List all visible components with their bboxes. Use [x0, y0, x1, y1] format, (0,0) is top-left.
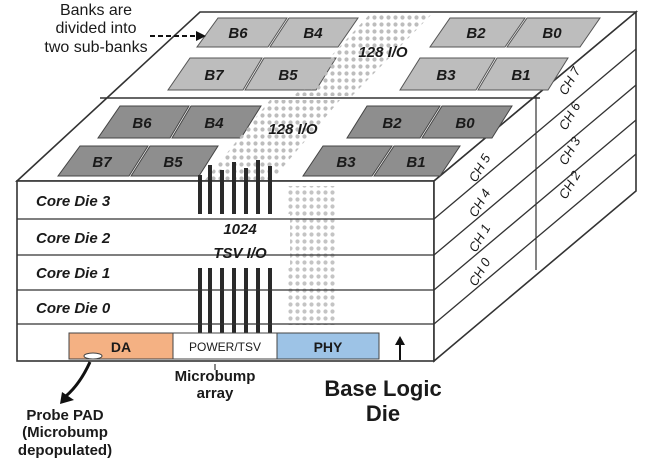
bank-label: B6	[132, 115, 152, 132]
bank-label: B2	[466, 25, 486, 42]
core-die-label: Core Die 2	[36, 230, 111, 247]
bank-label: B0	[542, 25, 562, 42]
da-label: DA	[111, 339, 131, 355]
core-die-label: Core Die 3	[36, 193, 111, 210]
tsv-io-label: TSV I/O	[213, 245, 267, 262]
tsv-count-label: 1024	[223, 221, 257, 238]
bank-label: B5	[278, 67, 298, 84]
probe-arrow	[60, 362, 90, 404]
bank-label: B7	[204, 67, 224, 84]
phy-label: PHY	[314, 339, 343, 355]
banks-annotation: Banks are divided into two sub-banks	[38, 2, 154, 57]
bank-label: B4	[303, 25, 323, 42]
bank-label: B4	[204, 115, 224, 132]
probe-pad	[84, 353, 102, 359]
bank-label: B1	[406, 154, 425, 171]
bank-label: B2	[382, 115, 402, 132]
bank-label: B3	[336, 154, 356, 171]
core-die-label: Core Die 1	[36, 265, 110, 282]
probe-pad-annotation: Probe PAD (Microbump depopulated)	[0, 407, 130, 459]
bank-label: B5	[163, 154, 183, 171]
bank-label: B3	[436, 67, 456, 84]
base-logic-annotation: Base Logic Die	[318, 376, 448, 427]
power-tsv-label: POWER/TSV	[189, 340, 261, 354]
io-label: 128 I/O	[268, 121, 318, 138]
bank-label: B0	[455, 115, 475, 132]
bank-label: B6	[228, 25, 248, 42]
core-die-label: Core Die 0	[36, 300, 111, 317]
bank-label: B1	[511, 67, 530, 84]
io-label: 128 I/O	[358, 44, 408, 61]
microbump-annotation: Microbump array	[160, 368, 270, 403]
bank-label: B7	[92, 154, 112, 171]
